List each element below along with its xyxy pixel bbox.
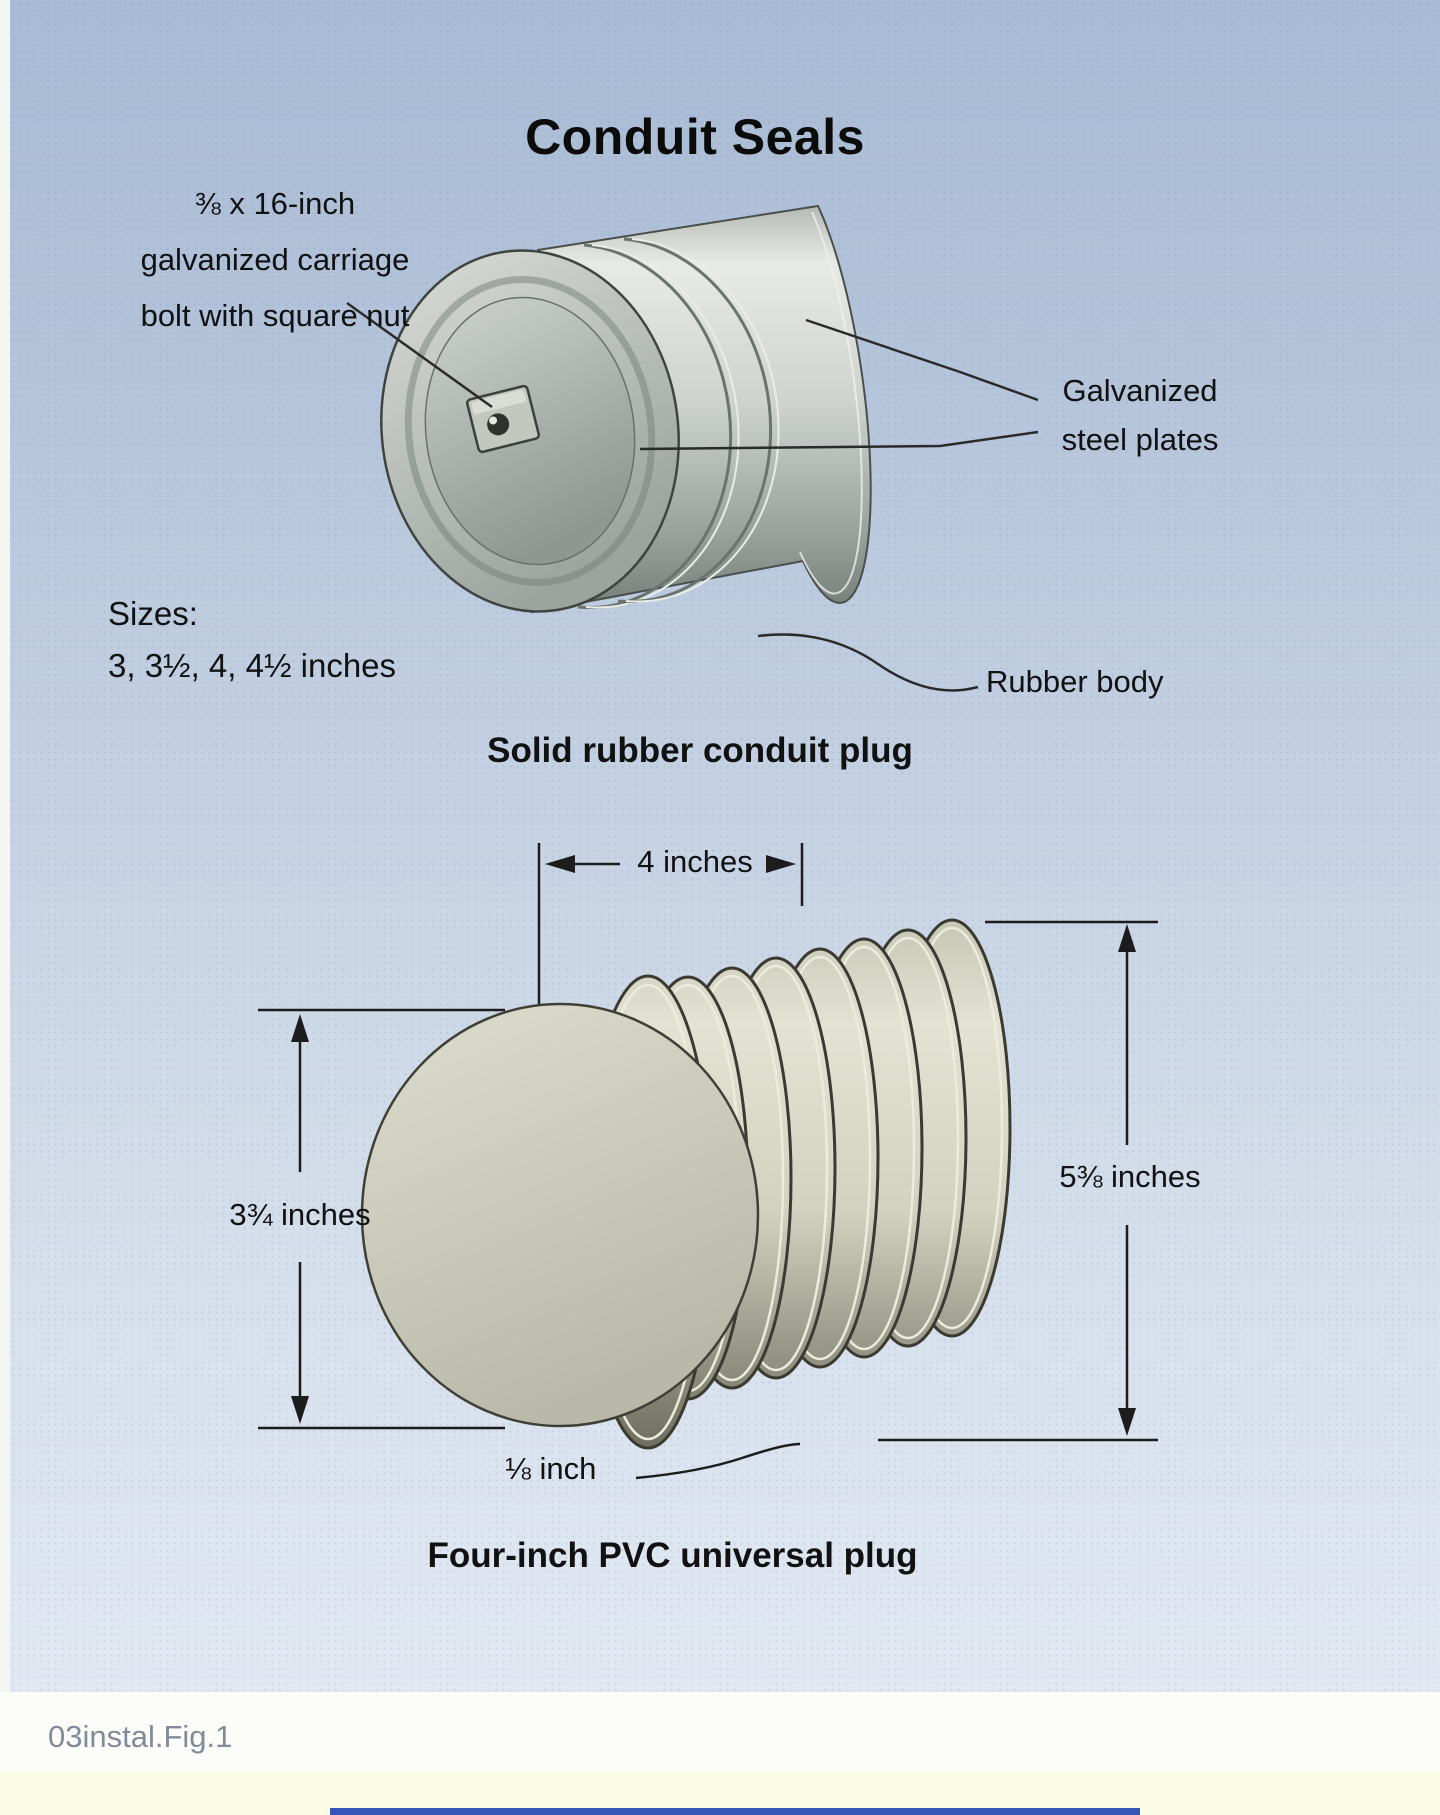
footer-strip-white: [0, 1692, 1440, 1772]
sizes-block: Sizes: 3, 3½, 4, 4½ inches: [108, 588, 396, 692]
bolt-label-line3: bolt with square nut: [140, 298, 410, 333]
fig2-plug-drawing: [258, 843, 1158, 1480]
fig1-caption: Solid rubber conduit plug: [487, 731, 913, 770]
bolt-label-line2: galvanized carriage: [140, 242, 410, 277]
bottom-blue-bar: [330, 1808, 1140, 1815]
outer-dimension-label: 5⅜ inches: [1059, 1159, 1201, 1194]
lip-dimension-label: ⅛ inch: [505, 1451, 597, 1486]
fig2-dimension-arrowheads: [291, 855, 1136, 1436]
fig1-leader-lines: [346, 301, 1039, 692]
conduit-seals-drawing: [258, 204, 1158, 1480]
page-title: Conduit Seals: [525, 109, 865, 165]
sizes-heading: Sizes:: [108, 595, 198, 632]
steel-plates-label: Galvanized steel plates: [1061, 373, 1219, 457]
width-dimension-label: 4 inches: [637, 844, 753, 879]
fig1-plug-drawing: [346, 204, 1039, 692]
left-page-edge: [0, 0, 10, 1692]
fig2-dimension-lines: [258, 843, 1158, 1480]
fig2-caption: Four-inch PVC universal plug: [427, 1536, 918, 1575]
footer-strip-yellow: [0, 1772, 1440, 1815]
face-dimension-label: 3¾ inches: [229, 1197, 371, 1232]
bolt-label: ⅜ x 16-inch galvanized carriage bolt wit…: [85, 176, 465, 344]
sizes-values: 3, 3½, 4, 4½ inches: [108, 647, 397, 684]
figure-file-caption: 03instal.Fig.1: [48, 1719, 233, 1754]
rubber-body-label: Rubber body: [986, 664, 1164, 699]
bolt-label-line1: ⅜ x 16-inch: [194, 186, 356, 221]
